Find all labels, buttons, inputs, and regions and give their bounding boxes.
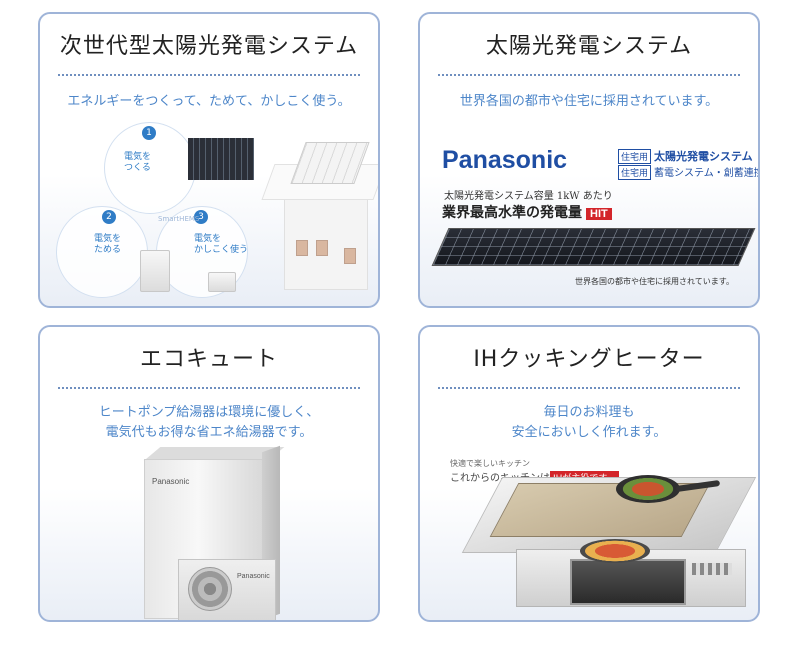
card-next-gen-solar[interactable]: 次世代型太陽光発電システム エネルギーをつくって、ためて、かしこく使う。 1 電… [38, 12, 380, 308]
card-solar-system[interactable]: 太陽光発電システム 世界各国の都市や住宅に採用されています。 Panasonic… [418, 12, 760, 308]
house-window [316, 240, 328, 256]
step-number-2: 2 [102, 210, 116, 224]
dotted-divider [438, 387, 740, 389]
product-tag-solar: 住宅用太陽光発電システム [618, 148, 753, 164]
step-store-circle [56, 206, 148, 298]
panel-footer-caption: 世界各国の都市や住宅に採用されています。 [575, 277, 734, 286]
kitchen-small-caption: 快適で楽しいキッチン [450, 459, 530, 468]
frying-pan-image [616, 475, 680, 503]
card-subtitle: エネルギーをつくって、ためて、かしこく使う。 [67, 94, 351, 109]
card-subtitle: ヒートポンプ給湯器は環境に優しく、 電気代もお得な省エネ給湯器です。 [98, 405, 320, 440]
dotted-divider [58, 387, 360, 389]
hems-unit-image [208, 272, 236, 292]
house-window [296, 240, 308, 256]
fan-icon [188, 567, 232, 611]
house-window [344, 248, 356, 264]
water-heater-brand: Panasonic [152, 477, 190, 486]
solar-panel-image [431, 228, 756, 266]
card-title: エコキュート [139, 347, 278, 372]
panasonic-logo: Panasonic [442, 146, 568, 174]
solar-panel-image [188, 138, 254, 180]
step1-label: 電気を つくる [124, 152, 152, 173]
step2-label: 電気を ためる [94, 234, 122, 255]
grill-drawer-image [570, 559, 686, 605]
pizza-dish-image [580, 539, 650, 563]
card-title: 次世代型太陽光発電システム [59, 34, 359, 59]
card-title: 太陽光発電システム [485, 34, 693, 59]
step3-label: 電気を かしこく使う [194, 234, 249, 255]
dotted-divider [58, 74, 360, 76]
center-label: SmartHEMS [158, 215, 200, 223]
card-subtitle: 世界各国の都市や住宅に採用されています。 [459, 94, 719, 109]
heat-pump-brand: Panasonic [237, 573, 270, 580]
capacity-caption: 太陽光発電システム容量 1kW あたり [444, 191, 613, 202]
card-title: IHクッキングヒーター [473, 347, 705, 372]
card-ih-cooking-heater[interactable]: IHクッキングヒーター 毎日のお料理も 安全においしく作れます。 快適で楽しいキ… [418, 325, 760, 622]
energy-cycle-illustration: 1 電気を つくる 2 電気を ためる 3 電気を かしこく使う SmartHE… [48, 122, 378, 306]
step-number-3: 3 [194, 210, 208, 224]
control-knobs [692, 563, 732, 575]
dotted-divider [438, 74, 740, 76]
card-subtitle: 毎日のお料理も 安全においしく作れます。 [511, 405, 667, 440]
hit-badge: HIT [586, 208, 612, 220]
storage-battery-image [140, 250, 170, 292]
card-ecocute[interactable]: エコキュート ヒートポンプ給湯器は環境に優しく、 電気代もお得な省エネ給湯器です… [38, 325, 380, 622]
step-number-1: 1 [142, 126, 156, 140]
